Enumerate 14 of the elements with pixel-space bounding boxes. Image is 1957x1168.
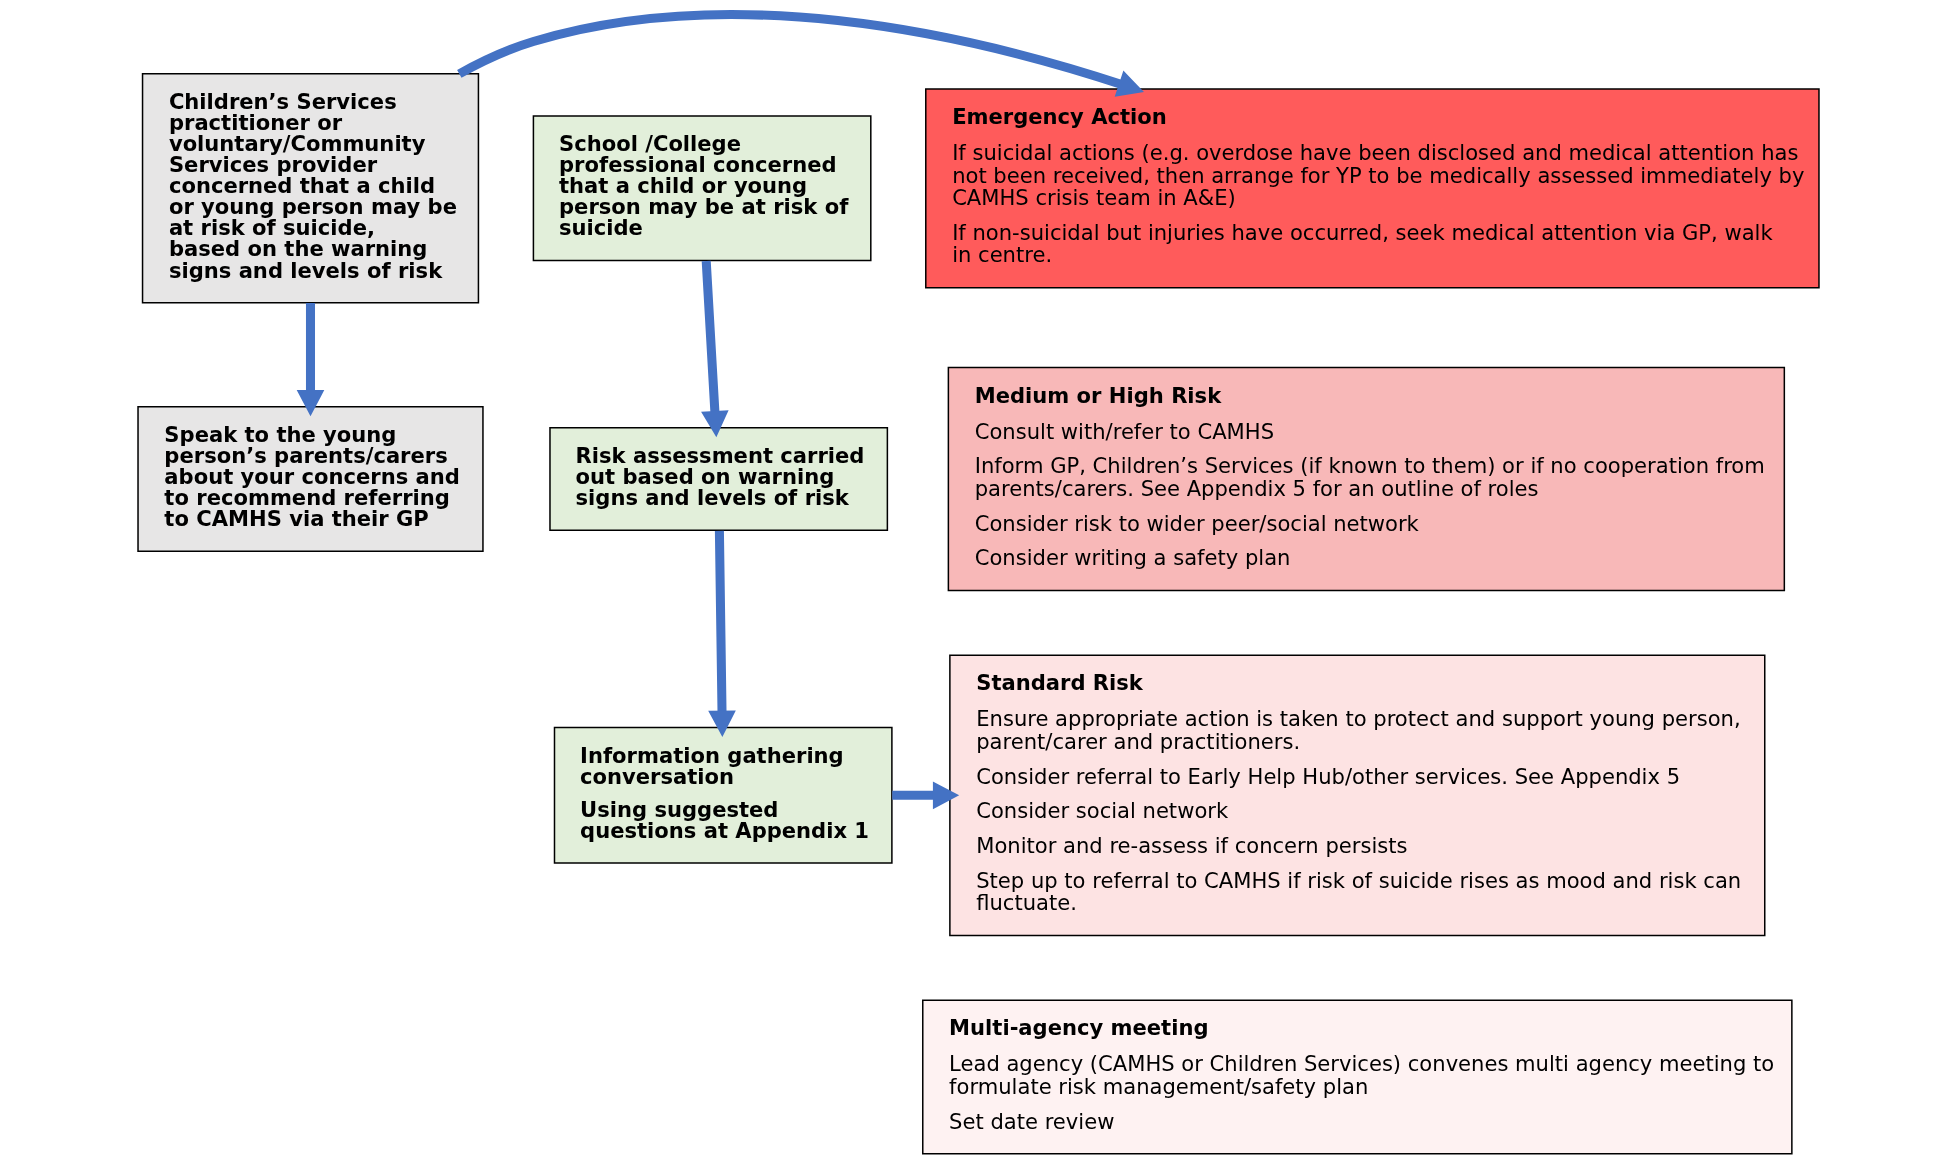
arrow bbox=[708, 530, 736, 737]
node-box: School /College professional concerned that a child or young person may be at risk of suicide bbox=[532, 115, 872, 262]
node-box: Medium or High Risk Consult with/refer to CAMHS Inform GP, Children’s Services (if known to them) or if no cooperation from parents/carers. See Appendix 5 for an outline of roles Consider risk to wider peer/social network Consider writing a safety plan bbox=[947, 366, 1786, 592]
arrow bbox=[701, 260, 729, 438]
node-box: Speak to the young person’s parents/carers about your concerns and to recommend referring to CAMHS via their GP bbox=[137, 405, 484, 553]
arrow bbox=[457, 10, 1144, 97]
arrow bbox=[892, 781, 960, 810]
node-box: Standard Risk Ensure appropriate action is taken to protect and support young person, parent/carer and practitioners. Consider referral to Early Help Hub/other services. See Appendix 5 Consider social network Monitor and re-assess if concern persists Step up to referral to CAMHS if risk of suicide rises as mood and risk can fluctuate. bbox=[949, 654, 1766, 937]
node-box: Emergency Action If suicidal actions (e.g. overdose have been disclosed and medical attention has not been received, then arrange for YP to be medically assessed immediately by CAMHS crisis team in A&E) If non-suicidal but injuries have occurred, seek medical attention via GP, walk in centre. bbox=[925, 88, 1820, 289]
node-box: Risk assessment carried out based on warning signs and levels of risk bbox=[549, 427, 889, 531]
node-box: Information gathering conversation Using suggested questions at Appendix 1 bbox=[553, 726, 893, 864]
node-box: Children’s Services practitioner or voluntary/Community Services provider concerned that a child or young person may be at risk of suicide, based on the warning signs and levels of risk bbox=[141, 73, 480, 304]
node-box: Multi-agency meeting Lead agency (CAMHS or Children Services) convenes multi agency meeting to formulate risk management/safety plan Set date review bbox=[922, 999, 1793, 1155]
arrow bbox=[296, 303, 325, 417]
